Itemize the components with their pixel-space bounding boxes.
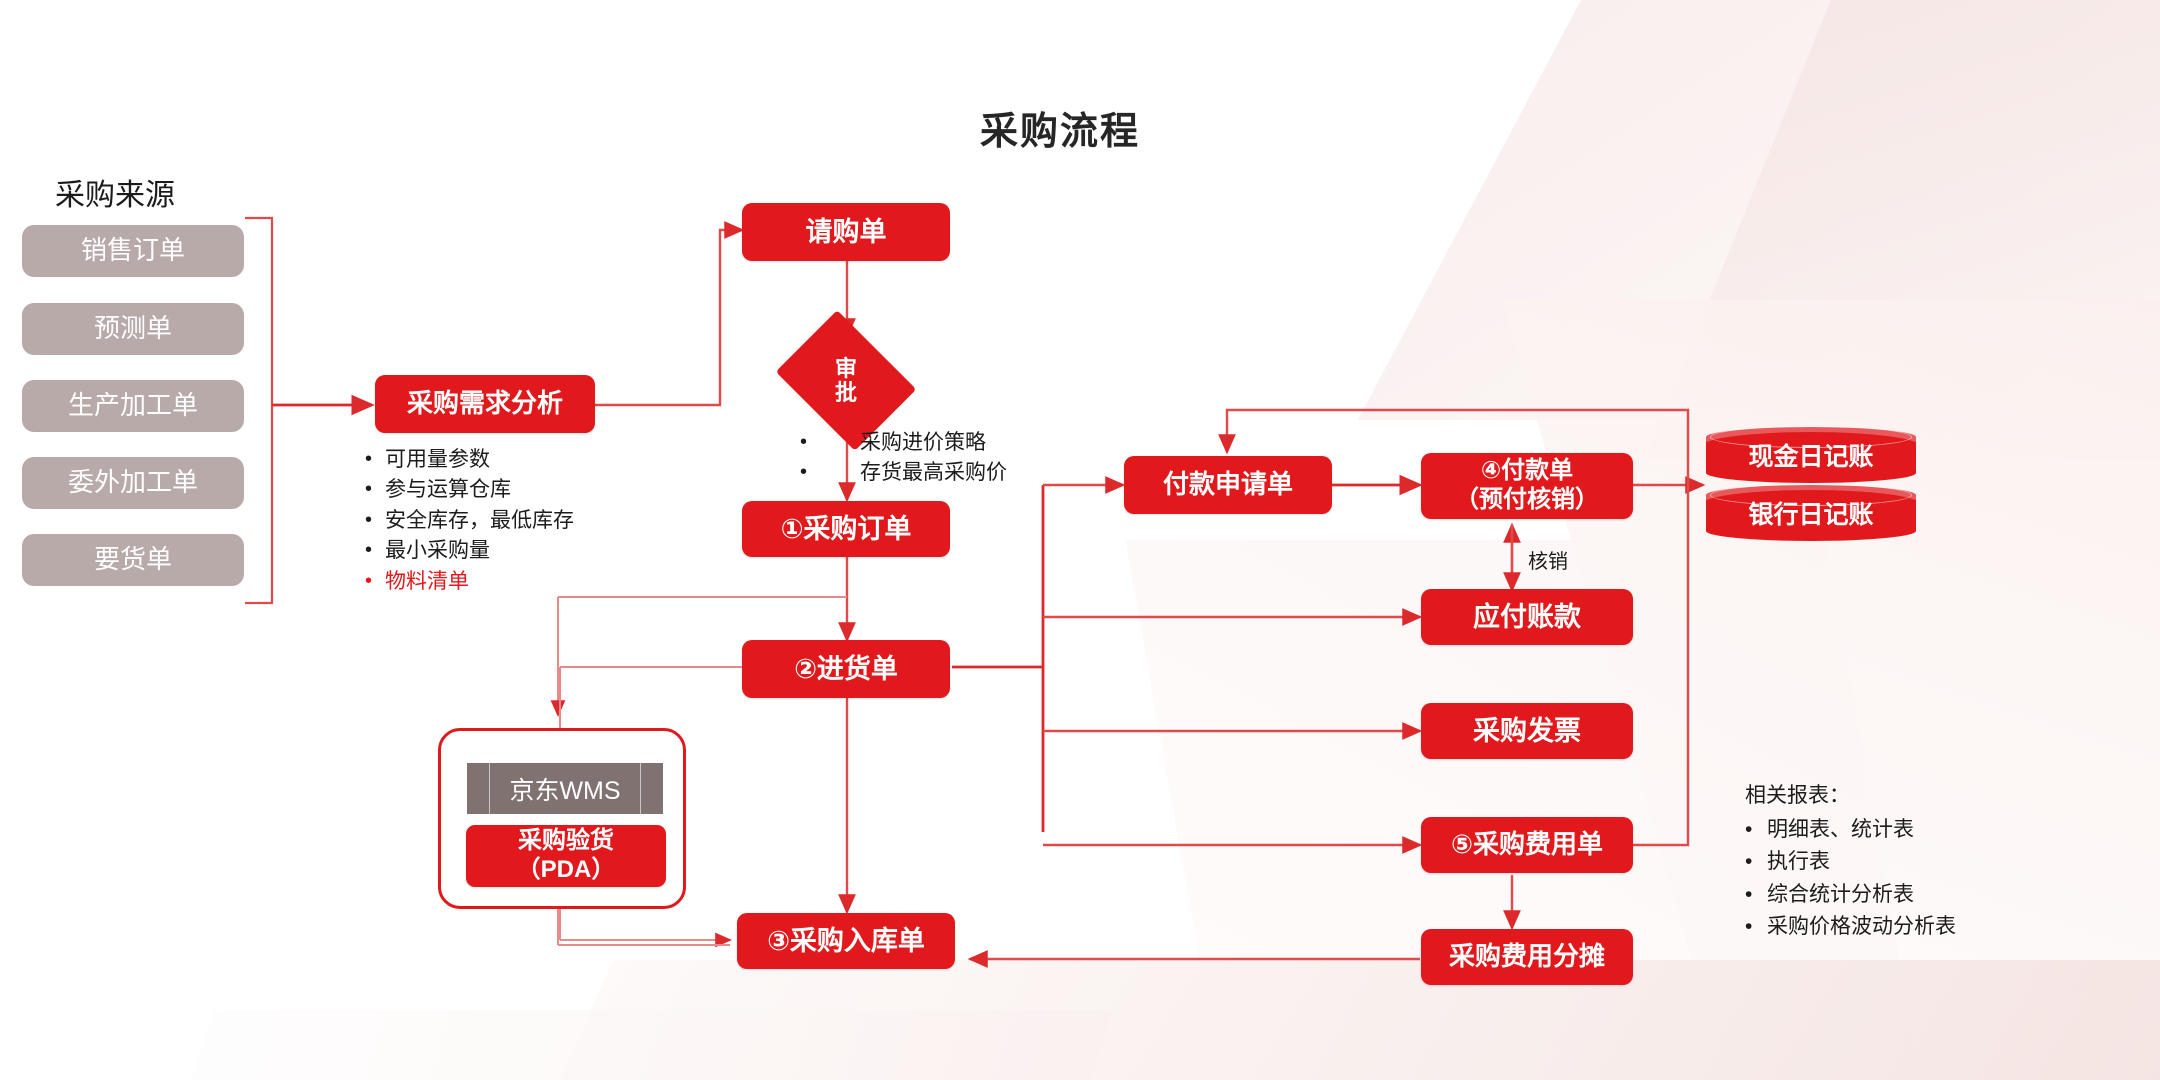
- source-bracket: [245, 216, 274, 605]
- report-item-label: 综合统计分析表: [1767, 882, 1914, 906]
- node-purchase-invoice[interactable]: 采购发票: [1421, 703, 1633, 759]
- node-demand-analysis[interactable]: 采购需求分析: [375, 375, 595, 433]
- diamond-label: 审 批: [790, 337, 902, 424]
- source-item-label: 要货单: [93, 544, 172, 575]
- wms-title: 京东WMS: [509, 776, 621, 805]
- source-item-production-order[interactable]: 生产加工单: [22, 380, 244, 432]
- reports-heading: 相关报表：: [1745, 784, 1850, 807]
- bullet-text: 物料清单: [385, 569, 469, 593]
- node-label: 采购费用分摊: [1448, 941, 1605, 972]
- bullet-text: 安全库存，最低库存: [385, 508, 574, 532]
- source-item-outsourcing-order[interactable]: 委外加工单: [22, 457, 244, 509]
- bullet-row: • 存货最高采购价: [800, 458, 1007, 488]
- bullet-dot: •: [365, 569, 373, 592]
- node-cash-journal[interactable]: 现金日记账: [1706, 426, 1916, 483]
- approval-char-1: 审: [834, 356, 857, 382]
- report-item: • 执行表: [1745, 846, 1956, 879]
- node-label: 请购单: [805, 216, 887, 247]
- wms-bar[interactable]: 京东WMS: [467, 763, 663, 814]
- node-requisition[interactable]: 请购单: [742, 203, 950, 261]
- report-item-label: 执行表: [1767, 850, 1830, 874]
- wms-divider-right: [640, 763, 641, 814]
- bullet-dot: •: [365, 478, 373, 501]
- source-item-requirement-order[interactable]: 要货单: [22, 534, 244, 586]
- node-stock-in-order[interactable]: ③采购入库单: [737, 913, 955, 969]
- payment-order-line2: （预付核销）: [1455, 486, 1599, 513]
- source-item-label: 销售订单: [80, 235, 185, 266]
- demand-bullet-list: • 可用量参数 • 参与运算仓库 • 安全库存，最低库存 • 最小采购量 • 物…: [365, 445, 574, 597]
- node-label: 付款申请单: [1162, 469, 1293, 500]
- node-accounts-payable[interactable]: 应付账款: [1421, 589, 1633, 645]
- node-purchase-expense-allocation[interactable]: 采购费用分摊: [1421, 929, 1633, 985]
- bullet-dot: •: [1745, 882, 1753, 906]
- wms-group: 京东WMS 采购验货 （PDA）: [438, 728, 686, 909]
- node-label: 银行日记账: [1748, 501, 1874, 529]
- bullet-text: 采购进价策略: [860, 431, 986, 454]
- report-item-label: 采购价格波动分析表: [1767, 915, 1956, 939]
- bullet-row-highlight: • 物料清单: [365, 567, 574, 597]
- node-purchase-expense-order[interactable]: ⑤采购费用单: [1421, 817, 1633, 873]
- reports-list: 相关报表： • 明细表、统计表 • 执行表 • 综合统计分析表 • 采购价格波动…: [1745, 780, 1956, 944]
- pda-label-line2: （PDA）: [516, 856, 616, 883]
- bullet-dot: •: [1745, 850, 1753, 874]
- node-label: ⑤采购费用单: [1450, 829, 1603, 860]
- report-item: • 综合统计分析表: [1745, 879, 1956, 912]
- report-item: • 明细表、统计表: [1745, 814, 1956, 847]
- wms-divider-left: [489, 763, 490, 814]
- bullet-dot: •: [365, 448, 373, 470]
- source-item-label: 委外加工单: [67, 467, 198, 498]
- payment-order-line1: ④付款单: [1480, 457, 1574, 485]
- bullet-text: 可用量参数: [385, 448, 490, 471]
- source-item-label: 预测单: [93, 313, 172, 344]
- node-approval-diamond[interactable]: 审 批: [775, 310, 917, 451]
- report-item: • 采购价格波动分析表: [1745, 911, 1956, 944]
- bullet-dot: •: [800, 461, 808, 484]
- bullet-row: • 安全库存，最低库存: [365, 506, 574, 536]
- edge-expense-loop-to-payreq: [1218, 408, 1690, 847]
- bullet-row: • 参与运算仓库: [365, 475, 574, 505]
- bullet-row: • 采购进价策略: [800, 428, 1007, 458]
- node-payment-request[interactable]: 付款申请单: [1124, 456, 1332, 514]
- bullet-row: • 最小采购量: [365, 536, 574, 566]
- node-receipt-order[interactable]: ②进货单: [742, 640, 950, 698]
- node-label: ①采购订单: [780, 513, 912, 544]
- report-item-label: 明细表、统计表: [1767, 817, 1914, 841]
- pda-label-line1: 采购验货: [518, 827, 614, 855]
- node-label: 采购发票: [1473, 715, 1581, 746]
- bullet-text: 参与运算仓库: [385, 478, 511, 502]
- edge-demand-to-requisition: [594, 221, 745, 407]
- bullet-row: • 可用量参数: [365, 445, 574, 475]
- bullet-dot: •: [800, 431, 808, 453]
- edge-label-writeoff: 核销: [1528, 550, 1568, 573]
- approval-char-2: 批: [834, 379, 857, 405]
- bullet-dot: •: [365, 508, 373, 531]
- node-label: 应付账款: [1473, 601, 1581, 632]
- node-label: ③采购入库单: [767, 925, 925, 956]
- node-purchase-order[interactable]: ①采购订单: [742, 501, 950, 557]
- bullet-text: 存货最高采购价: [860, 461, 1007, 485]
- approval-bullet-list: • 采购进价策略 • 存货最高采购价: [800, 428, 1007, 489]
- source-item-label: 生产加工单: [67, 390, 198, 421]
- node-label: 采购需求分析: [406, 388, 563, 419]
- node-label: ②进货单: [794, 653, 898, 684]
- source-item-forecast-order[interactable]: 预测单: [22, 303, 244, 355]
- node-pda-inspection[interactable]: 采购验货 （PDA）: [466, 825, 666, 887]
- source-panel-heading: 采购来源: [55, 179, 175, 212]
- bullet-dot: •: [1745, 915, 1753, 939]
- bullet-dot: •: [365, 539, 373, 562]
- node-bank-journal[interactable]: 银行日记账: [1706, 484, 1916, 541]
- node-label: 现金日记账: [1748, 443, 1874, 471]
- node-payment-order[interactable]: ④付款单 （预付核销）: [1421, 453, 1633, 519]
- bullet-dot: •: [1745, 817, 1753, 841]
- bullet-text: 最小采购量: [385, 539, 490, 563]
- source-item-sales-order[interactable]: 销售订单: [22, 225, 244, 277]
- page-title: 采购流程: [980, 111, 1141, 153]
